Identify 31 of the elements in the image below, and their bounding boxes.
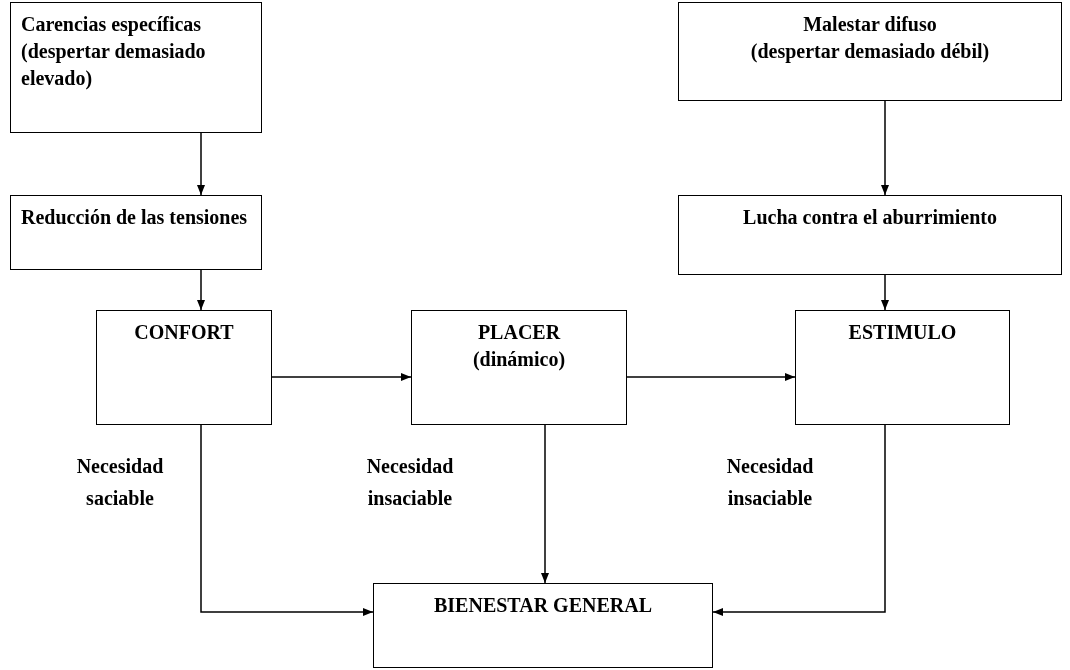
edge-note: Necesidad saciable <box>75 454 165 511</box>
box-text: (despertar demasiado elevado) <box>21 39 207 92</box>
box-text: PLACER <box>476 320 562 345</box>
box-text: Malestar difuso <box>802 12 938 37</box>
arrow <box>541 424 549 584</box>
arrow <box>712 424 886 616</box>
process-box <box>795 310 1010 425</box>
box-text: ESTIMULO <box>847 320 958 345</box>
box-text: (dinámico) <box>471 347 567 373</box>
process-box <box>678 195 1062 275</box>
edge-note: Necesidad insaciable <box>365 454 455 511</box>
process-box <box>96 310 272 425</box>
process-box <box>411 310 627 425</box>
process-box <box>678 2 1062 101</box>
edge-note: Necesidad insaciable <box>725 454 815 511</box>
box-text: Lucha contra el aburrimiento <box>742 205 998 230</box>
box-text: BIENESTAR GENERAL <box>433 593 653 618</box>
process-box <box>10 2 262 133</box>
process-box <box>10 195 262 270</box>
arrow <box>881 274 889 311</box>
arrow <box>197 269 205 311</box>
arrow <box>271 373 412 381</box>
process-box <box>373 583 713 668</box>
box-text: CONFORT <box>133 320 235 345</box>
arrow <box>200 424 374 616</box>
arrow <box>626 373 796 381</box>
arrow <box>197 132 205 196</box>
box-text: Carencias específicas <box>21 12 203 38</box>
box-text: Reducción de las tensiones <box>21 205 249 230</box>
box-text: (despertar demasiado débil) <box>749 39 991 65</box>
arrow <box>881 100 889 196</box>
